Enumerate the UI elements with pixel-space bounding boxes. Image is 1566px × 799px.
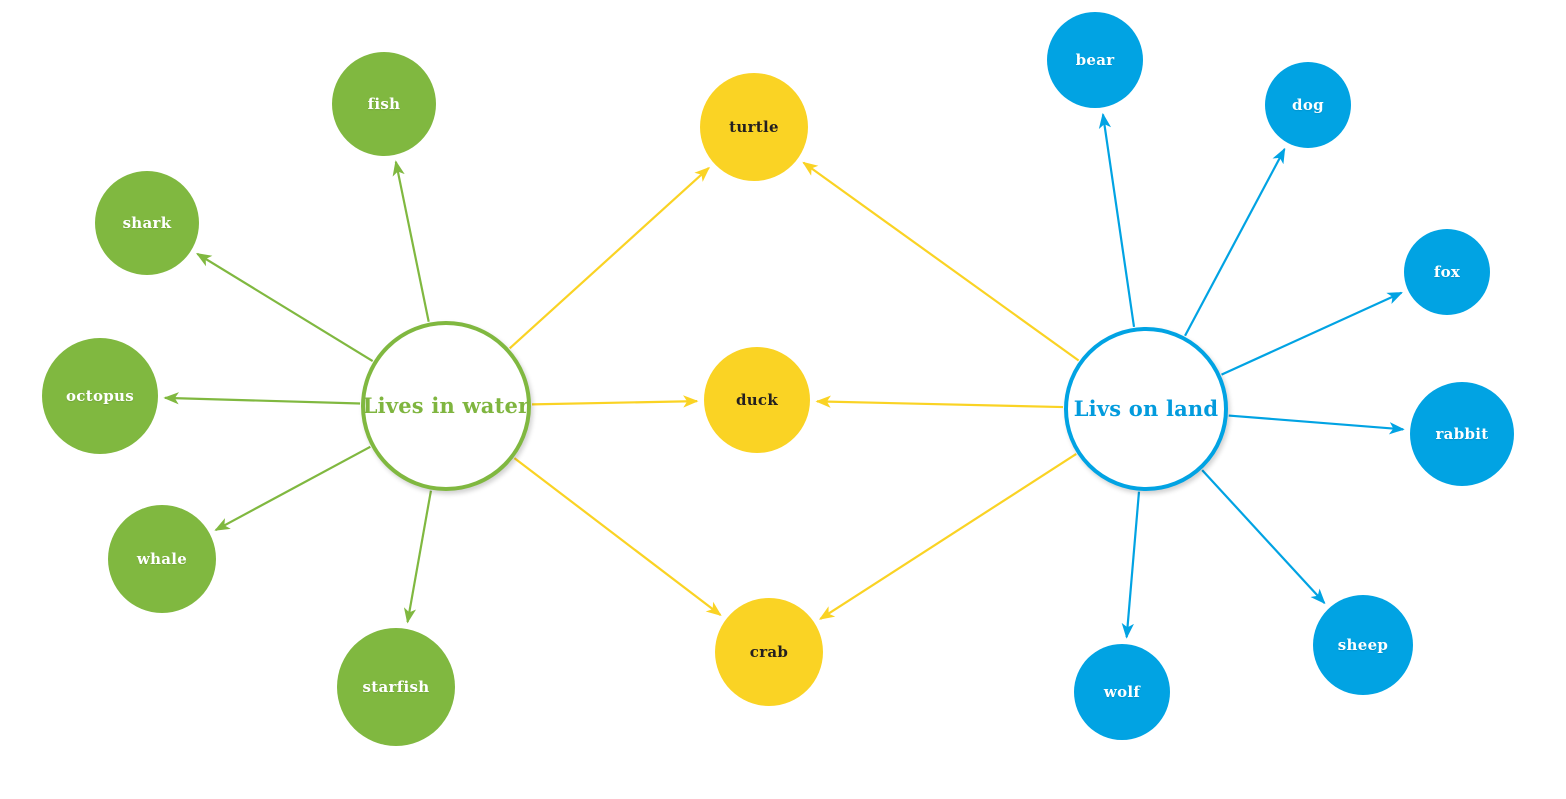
node-label-duck: duck — [735, 390, 779, 409]
node-crab[interactable]: crab — [715, 598, 823, 706]
node-label-turtle: turtle — [729, 117, 779, 136]
node-label-fish: fish — [367, 94, 401, 113]
node-sheep[interactable]: sheep — [1313, 595, 1413, 695]
node-turtle[interactable]: turtle — [700, 73, 808, 181]
edge-land-fox — [1221, 291, 1403, 376]
edge-water-turtle — [508, 166, 710, 350]
node-duck[interactable]: duck — [704, 347, 810, 453]
edge-water-duck — [531, 395, 699, 408]
edge-water-fish — [392, 160, 430, 322]
edge-land-turtle — [802, 161, 1080, 362]
edge-land-crab — [818, 453, 1077, 620]
node-label-whale: whale — [136, 549, 188, 568]
edge-water-octopus — [163, 392, 361, 405]
edge-land-sheep — [1201, 469, 1326, 605]
edge-water-starfish — [403, 490, 433, 624]
hub-node-livs-on-land[interactable]: Livs on land — [1064, 327, 1228, 491]
edge-land-bear — [1098, 112, 1136, 328]
node-label-octopus: octopus — [65, 386, 134, 405]
node-label-crab: crab — [749, 642, 789, 661]
edge-land-rabbit — [1228, 414, 1405, 435]
node-dog[interactable]: dog — [1265, 62, 1351, 148]
node-octopus[interactable]: octopus — [42, 338, 158, 454]
edge-land-dog — [1184, 147, 1286, 337]
edge-water-crab — [513, 457, 722, 616]
edge-water-shark — [196, 252, 374, 363]
node-label-sheep: sheep — [1337, 635, 1389, 654]
node-label-rabbit: rabbit — [1435, 424, 1489, 443]
node-label-shark: shark — [122, 213, 172, 232]
edge-land-wolf — [1121, 491, 1141, 639]
node-whale[interactable]: whale — [108, 505, 216, 613]
node-label-dog: dog — [1292, 95, 1324, 114]
hub-node-lives-in-water[interactable]: Lives in water — [361, 321, 531, 491]
node-label-fox: fox — [1433, 262, 1461, 281]
node-bear[interactable]: bear — [1047, 12, 1143, 108]
node-fox[interactable]: fox — [1404, 229, 1490, 315]
hub-label-lives-in-water: Lives in water — [362, 393, 530, 419]
node-label-starfish: starfish — [362, 677, 430, 696]
edge-water-whale — [214, 445, 371, 532]
node-rabbit[interactable]: rabbit — [1410, 382, 1514, 486]
edge-land-duck — [815, 395, 1064, 409]
node-wolf[interactable]: wolf — [1074, 644, 1170, 740]
node-starfish[interactable]: starfish — [337, 628, 455, 746]
hub-label-livs-on-land: Livs on land — [1073, 396, 1219, 422]
node-fish[interactable]: fish — [332, 52, 436, 156]
node-label-wolf: wolf — [1103, 682, 1141, 701]
node-shark[interactable]: shark — [95, 171, 199, 275]
node-label-bear: bear — [1075, 50, 1115, 69]
